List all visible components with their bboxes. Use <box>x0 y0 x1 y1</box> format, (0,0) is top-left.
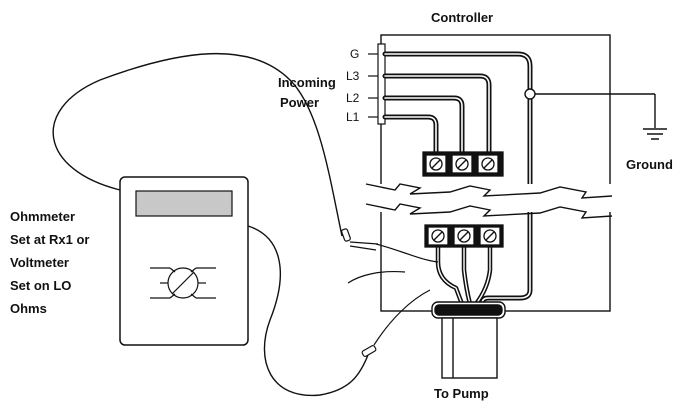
ground-icon <box>643 128 667 140</box>
meter-label-line-1: Ohmmeter <box>10 209 75 224</box>
incoming-line-ticks <box>368 53 378 118</box>
ground-label: Ground <box>626 157 673 172</box>
meter-dial-icon <box>150 267 216 299</box>
probe-wires <box>347 243 439 284</box>
meter-display <box>135 190 233 217</box>
line-label-g: G <box>350 47 359 61</box>
pump-label: To Pump <box>434 386 489 401</box>
meter-body <box>119 176 249 346</box>
line-label-l3: L3 <box>346 69 360 83</box>
meter-label-line-4: Set on LO <box>10 278 71 293</box>
ground-connection <box>524 88 656 128</box>
probe-lower <box>361 289 431 357</box>
break-lines <box>365 183 613 219</box>
power-wires <box>382 51 533 307</box>
pump-connector <box>431 301 506 379</box>
controller-title: Controller <box>431 10 493 25</box>
upper-terminal-block <box>422 151 504 177</box>
probe-upper <box>341 228 379 251</box>
meter-leads <box>52 52 369 397</box>
incoming-power-strip <box>377 43 386 125</box>
line-label-l1: L1 <box>346 110 360 124</box>
incoming-label-line2: Power <box>280 95 319 110</box>
meter-label-line-5: Ohms <box>10 301 47 316</box>
lower-terminal-block <box>424 224 504 248</box>
meter-label-line-2: Set at Rx1 or <box>10 232 89 247</box>
incoming-label-line1: Incoming <box>278 75 336 90</box>
meter-label-line-3: Voltmeter <box>10 255 69 270</box>
meter-label: Ohmmeter Set at Rx1 or Voltmeter Set on … <box>10 209 89 316</box>
line-label-l2: L2 <box>346 91 360 105</box>
